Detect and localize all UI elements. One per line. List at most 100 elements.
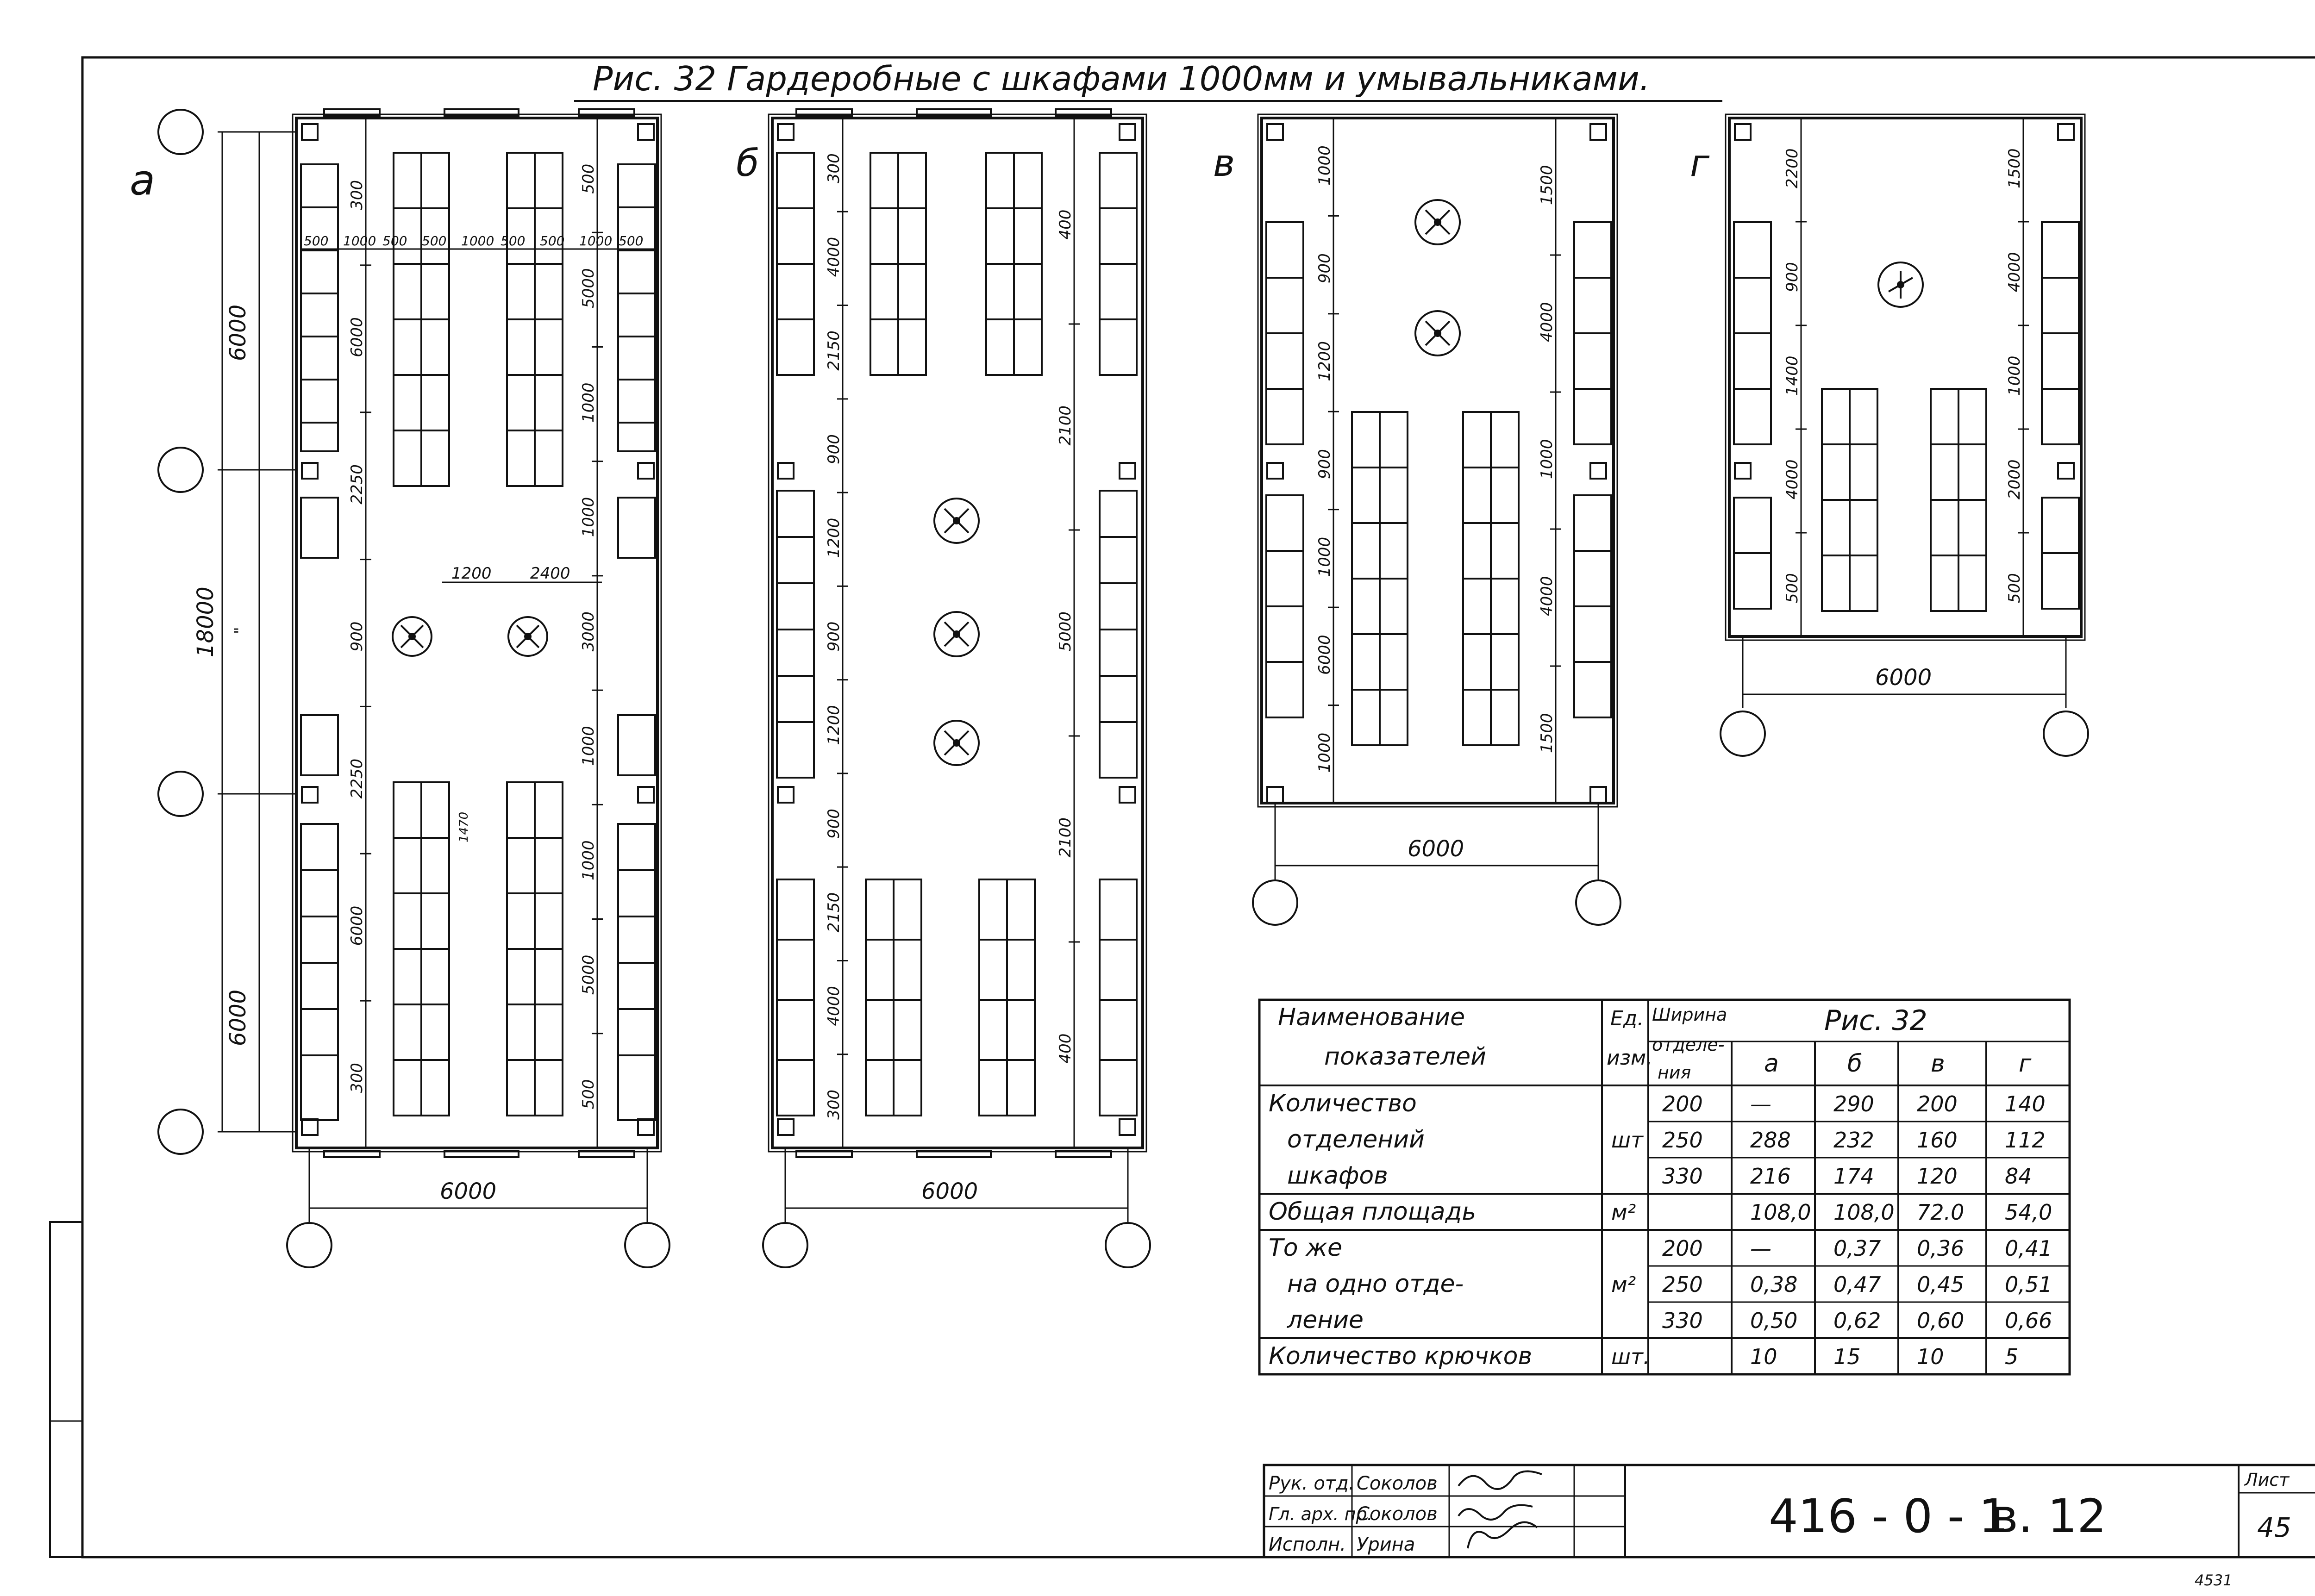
plan-a-small-dim: 1470 — [457, 812, 471, 842]
plan-a-letter: а — [130, 156, 155, 205]
plan-a-dim-bottom: 6000 — [225, 990, 251, 1046]
sheet-label: Лист — [2244, 1470, 2290, 1490]
table-value: — — [1750, 1091, 1771, 1116]
plan-b-left-dim: 2150 — [825, 330, 843, 371]
plan-g-left-dim: 1400 — [1783, 355, 1802, 396]
table-row-name: Количество — [1269, 1090, 1417, 1117]
plan-a-right-dim: 1000 — [579, 726, 598, 766]
plan-v-left-dim: 1200 — [1315, 341, 1334, 381]
plan-v-right-dim: 1500 — [1538, 165, 1556, 205]
plan-a-right-dim: 3000 — [579, 611, 598, 652]
signature-2 — [1458, 1504, 1533, 1521]
plan-a-dim-total: 18000 — [193, 586, 219, 657]
binding-strip — [49, 1221, 83, 1558]
table-row-width: 330 — [1662, 1164, 1703, 1189]
plan-a-row-dim: 1000 — [343, 233, 376, 249]
plan-a-right-dim: 5000 — [579, 268, 598, 308]
table-row-width: 200 — [1662, 1236, 1703, 1261]
washbasin-icon — [933, 498, 980, 544]
plan-g-left-dim: 500 — [1783, 573, 1802, 603]
table-value: 0,41 — [2005, 1236, 2052, 1261]
plan-a-left-dim: 300 — [348, 1063, 366, 1093]
table-value: 0,62 — [1833, 1308, 1881, 1333]
title-block: Рук. отд. Гл. арх. пр. Исполн. Соколов С… — [1263, 1464, 2315, 1559]
plan-b-right-dim: 5000 — [1056, 611, 1075, 652]
table-value: 288 — [1750, 1128, 1791, 1153]
doc-code: 416 - 0 - 1 — [1769, 1489, 2008, 1543]
plan-a-bottom-dim: 6000 — [440, 1178, 496, 1204]
plan-a-mid-dim-2: 2400 — [530, 564, 570, 583]
sheet-number: 45 — [2257, 1512, 2291, 1543]
table-header-col: б — [1847, 1050, 1862, 1078]
plan-a-left-dim: 2250 — [348, 759, 366, 799]
plan-b-left-dim: 1200 — [825, 518, 843, 558]
table-header-name: Наименование — [1278, 1004, 1465, 1031]
stamp-name-2: Соколов — [1357, 1503, 1438, 1525]
table-row-name: Общая площадь — [1269, 1198, 1476, 1226]
table-value: 0,51 — [2005, 1272, 2052, 1297]
plan-v-left-dim: 900 — [1315, 253, 1334, 283]
plan-b-right-dim: 400 — [1056, 1034, 1075, 1064]
plan-b-letter: б — [736, 142, 759, 185]
table-header-unit: Ед. — [1610, 1007, 1644, 1030]
stamp-role-3: Исполн. — [1269, 1534, 1346, 1555]
table-row-width: 200 — [1662, 1091, 1703, 1116]
table-value: 72.0 — [1917, 1200, 1964, 1225]
plan-a-row-dim: 500 — [619, 233, 643, 249]
plan-b-left-dim: 2150 — [825, 892, 843, 933]
plan-g-right-dim: 4000 — [2005, 252, 2024, 292]
plan-a-left-dim: 6000 — [348, 906, 366, 946]
plan-b: б — [736, 108, 1151, 1268]
plan-b-left-dim: 4000 — [825, 237, 843, 277]
table-value: 0,38 — [1750, 1272, 1797, 1297]
washbasin-icon — [933, 720, 980, 766]
plan-a-dim-top: 6000 — [225, 305, 251, 361]
plan-b-left-dim: 900 — [825, 434, 843, 464]
plan-v-left-dim: 6000 — [1315, 635, 1334, 675]
table-header-width: отделе- — [1652, 1035, 1724, 1055]
table-header-group: Рис. 32 — [1824, 1004, 1927, 1037]
table-value: 0,47 — [1833, 1272, 1881, 1297]
plan-b-left-dim: 1200 — [825, 705, 843, 745]
washbasin-icon — [933, 611, 980, 657]
plan-b-left-dim: 900 — [825, 622, 843, 652]
plan-v-left-dim: 1000 — [1315, 145, 1334, 186]
table-row-name: шкафов — [1287, 1162, 1388, 1190]
plan-a-row-dim: 1000 — [461, 233, 494, 249]
table-value: 140 — [2005, 1091, 2046, 1116]
table-row-name: То же — [1269, 1234, 1342, 1262]
plan-a-right-dim: 1000 — [579, 840, 598, 880]
table-value: 0,37 — [1833, 1236, 1881, 1261]
plan-a-row-dim: 500 — [540, 233, 564, 249]
table-row-width: 250 — [1662, 1128, 1703, 1153]
stamp-role-1: Рук. отд. — [1269, 1473, 1355, 1494]
stamp-role-2: Гл. арх. пр. — [1269, 1504, 1373, 1524]
plan-b-right-dim: 2100 — [1056, 817, 1075, 858]
plan-b-left-dim: 300 — [825, 153, 843, 183]
table-value: 84 — [2005, 1164, 2032, 1189]
table-header-col: а — [1764, 1050, 1779, 1078]
plan-a-left-dim: 2250 — [348, 464, 366, 505]
plan-g-bottom-dim: 6000 — [1875, 665, 1932, 691]
washbasin-icon — [1414, 199, 1461, 245]
table-value: 174 — [1833, 1164, 1874, 1189]
table-value: 0,50 — [1750, 1308, 1797, 1333]
sheet-title: Рис. 32 Гардеробные с шкафами 1000мм и у… — [593, 59, 1650, 98]
doc-part: в. 12 — [1991, 1489, 2107, 1543]
table-value: 54,0 — [2005, 1200, 2052, 1225]
table-value: 0,66 — [2005, 1308, 2052, 1333]
plan-a-left-dim: 6000 — [348, 317, 366, 357]
table-value: 108,0 — [1833, 1200, 1895, 1225]
table-value: 200 — [1917, 1091, 1958, 1116]
table-header-col: в — [1931, 1050, 1945, 1078]
footnote: 4531 — [2195, 1571, 2232, 1589]
table-row-width: 250 — [1662, 1272, 1703, 1297]
plan-v-left-dim: 1000 — [1315, 733, 1334, 773]
table-row-unit: шт — [1611, 1128, 1644, 1153]
